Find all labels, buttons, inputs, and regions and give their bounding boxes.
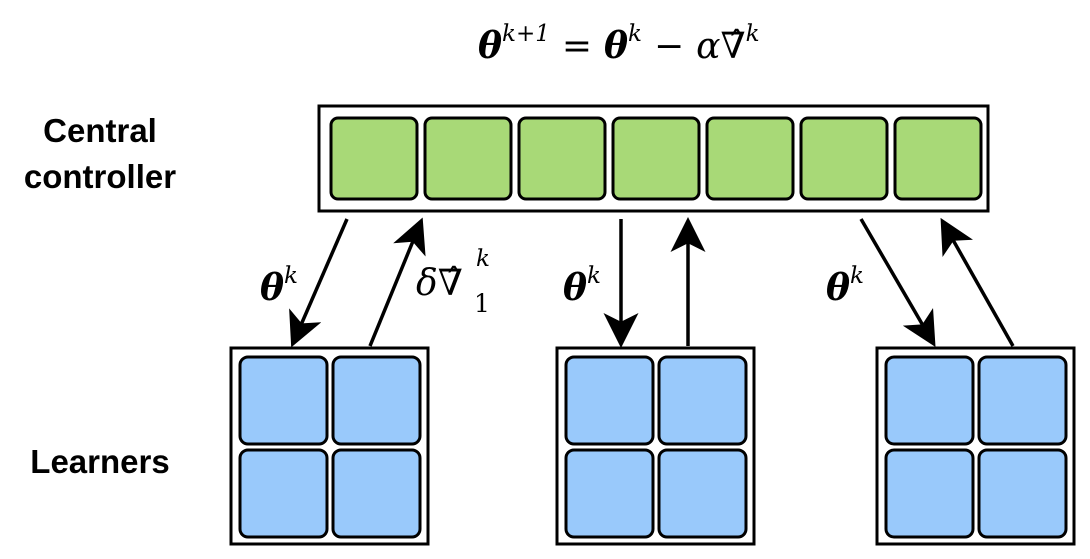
eq-sup-k-2: k bbox=[746, 21, 760, 47]
learner-cell bbox=[238, 355, 329, 446]
controller-cell bbox=[705, 116, 795, 201]
eq-theta-lhs: θ bbox=[478, 25, 502, 67]
learner-cell bbox=[884, 355, 975, 446]
learner-cell bbox=[331, 448, 422, 539]
learners-label: Learners bbox=[30, 443, 169, 480]
gradient-label-1: δ∇̂ bbox=[416, 263, 463, 304]
controller-cell bbox=[423, 116, 513, 201]
learner-cell bbox=[657, 448, 748, 539]
arrow-up-learner-3 bbox=[940, 217, 1015, 347]
controller-cell bbox=[893, 116, 983, 201]
learner-cell bbox=[884, 448, 975, 539]
eq-alpha: α bbox=[696, 26, 720, 67]
learner-cell bbox=[977, 448, 1068, 539]
eq-nabla: ∇̂ bbox=[720, 26, 745, 67]
learner-cell bbox=[564, 448, 655, 539]
central-controller bbox=[317, 104, 990, 213]
theta-label-1: θk bbox=[260, 263, 298, 309]
controller-cell bbox=[517, 116, 607, 201]
learner-cell bbox=[977, 355, 1068, 446]
arrow-down-learner-3 bbox=[859, 218, 936, 348]
learner-cell bbox=[657, 355, 748, 446]
gradient-label-sup: k bbox=[476, 246, 490, 272]
eq-theta-rhs: θ bbox=[604, 25, 628, 67]
eq-equals: = bbox=[562, 26, 592, 67]
learner-cell bbox=[564, 355, 655, 446]
eq-sup-k1: k+1 bbox=[502, 21, 550, 47]
eq-sup-k: k bbox=[628, 21, 642, 47]
controller-cell bbox=[799, 116, 889, 201]
update-equation: θk+1=θk−α∇̂k bbox=[478, 21, 760, 67]
learner-cell bbox=[331, 355, 422, 446]
learner-3 bbox=[875, 346, 1076, 546]
learner-2 bbox=[555, 346, 756, 546]
learner-cell bbox=[238, 448, 329, 539]
theta-label-2: θk bbox=[563, 263, 601, 309]
central-label-line1: Central bbox=[43, 112, 157, 149]
arrow-up-learner-1 bbox=[368, 217, 426, 347]
central-label-line2: controller bbox=[24, 158, 176, 195]
controller-cell bbox=[611, 116, 701, 201]
theta-label-3: θk bbox=[826, 263, 864, 309]
arrow-down-learner-1 bbox=[289, 218, 349, 348]
gradient-label-sub: 1 bbox=[474, 289, 490, 318]
eq-minus: − bbox=[654, 26, 684, 67]
controller-cell bbox=[329, 116, 419, 201]
learner-1 bbox=[229, 346, 430, 546]
